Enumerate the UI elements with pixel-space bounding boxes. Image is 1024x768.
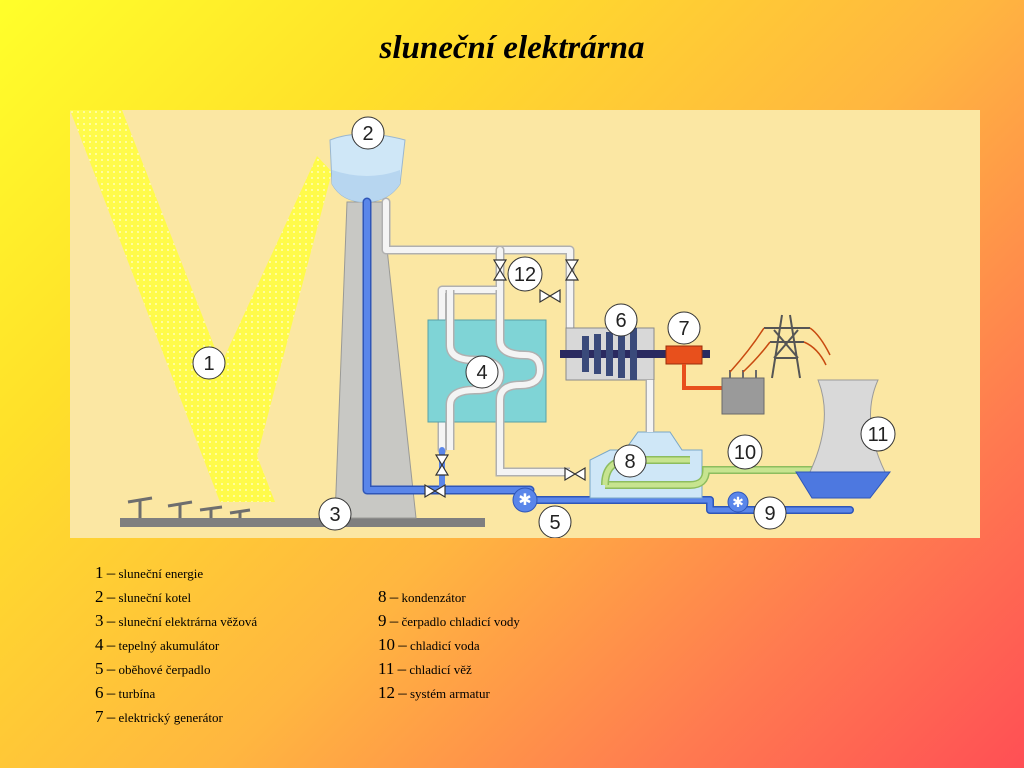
svg-text:6: 6 xyxy=(615,310,626,332)
page-title: sluneční elektrárna xyxy=(379,30,645,66)
marker-2: 2 xyxy=(351,116,385,150)
svg-text:11: 11 xyxy=(868,424,889,446)
svg-text:2: 2 xyxy=(362,123,373,145)
marker-1: 1 xyxy=(192,346,226,380)
legend-item-1: 1 – sluneční energie xyxy=(95,563,204,582)
cooling-basin xyxy=(795,471,892,499)
legend-item-7: 7 – elektrický generátor xyxy=(95,707,223,726)
marker-7: 7 xyxy=(667,311,701,345)
svg-text:4: 4 xyxy=(476,362,487,384)
power-lines xyxy=(729,327,831,373)
accumulator-coils xyxy=(445,290,570,477)
svg-text:✱: ✱ xyxy=(732,495,744,511)
legend-item-5: 5 – oběhové čerpadlo xyxy=(95,659,211,678)
legend-item-9: 9 – čerpadlo chladicí vody xyxy=(378,611,520,630)
ground-base xyxy=(120,518,485,527)
svg-text:12: 12 xyxy=(514,264,536,286)
legend-item-2: 2 – sluneční kotel xyxy=(95,587,192,606)
turbine-blades xyxy=(582,328,637,380)
marker-4: 4 xyxy=(465,355,499,389)
pump-icon: ✱ ✱ xyxy=(512,487,749,513)
svg-text:3: 3 xyxy=(329,504,340,526)
heliostat-icon xyxy=(127,496,251,518)
legend-item-10: 10 – chladicí voda xyxy=(378,635,480,654)
svg-text:5: 5 xyxy=(549,512,560,534)
marker-8: 8 xyxy=(613,444,647,478)
legend-item-8: 8 – kondenzátor xyxy=(378,587,466,606)
marker-3: 3 xyxy=(318,497,352,531)
svg-text:10: 10 xyxy=(734,442,756,464)
marker-9: 9 xyxy=(753,496,787,530)
legend-left-column: 1 – sluneční energie 2 – sluneční kotel … xyxy=(95,561,257,729)
legend-item-4: 4 – tepelný akumulátor xyxy=(95,635,220,654)
legend-item-6: 6 – turbína xyxy=(95,683,156,702)
svg-text:7: 7 xyxy=(678,318,689,340)
legend-right-column: 8 – kondenzátor 9 – čerpadlo chladicí vo… xyxy=(378,585,520,705)
svg-text:8: 8 xyxy=(624,451,635,473)
svg-text:✱: ✱ xyxy=(518,490,531,509)
legend-item-11: 11 – chladicí věž xyxy=(378,659,472,678)
generator xyxy=(665,345,703,365)
legend-item-12: 12 – systém armatur xyxy=(378,683,490,702)
marker-5: 5 xyxy=(538,505,572,538)
svg-text:1: 1 xyxy=(203,353,214,375)
svg-text:9: 9 xyxy=(764,503,775,525)
transmission-pylon-icon xyxy=(764,314,810,379)
transformer-icon xyxy=(721,377,765,415)
marker-6: 6 xyxy=(604,303,638,337)
power-plant-diagram: ✱ ✱ 1 2 3 4 5 6 7 8 9 10 11 12 xyxy=(70,110,980,538)
marker-11: 11 xyxy=(860,416,896,452)
valve-icon xyxy=(424,259,586,499)
legend-item-3: 3 – sluneční elektrárna věžová xyxy=(95,611,258,630)
marker-12: 12 xyxy=(507,256,543,292)
marker-10: 10 xyxy=(727,434,763,470)
